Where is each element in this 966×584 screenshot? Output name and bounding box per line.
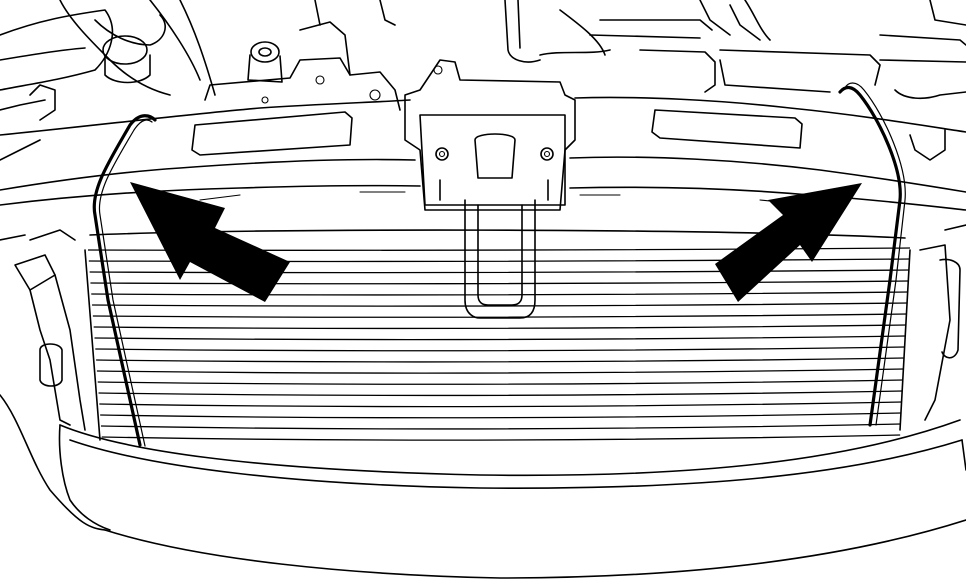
radiator-fin-line xyxy=(92,302,908,307)
arrow-right xyxy=(715,183,862,302)
left-side-parts xyxy=(0,229,86,431)
arrows xyxy=(130,182,862,302)
radiator-fin-line xyxy=(94,335,906,341)
radiator-fin-line xyxy=(99,401,902,408)
arrow-left xyxy=(130,182,290,302)
hood-lock-bracket xyxy=(404,59,576,319)
radiator-fin-line xyxy=(101,434,901,441)
right-side-parts xyxy=(919,224,966,421)
radiator-fins xyxy=(87,247,911,441)
radiator-fin-line xyxy=(98,390,903,397)
radiator-fin-line xyxy=(100,412,902,419)
front-bumper xyxy=(0,394,966,579)
radiator-fin-line xyxy=(96,368,904,374)
radiator-fin-line xyxy=(100,423,901,430)
radiator-fin-line xyxy=(96,357,905,363)
radiator-fin-line xyxy=(90,280,909,285)
radiator-support-rod-left xyxy=(92,114,157,447)
support-rods xyxy=(92,82,906,447)
radiator-fin-line xyxy=(92,313,907,318)
radiator-fin-line xyxy=(89,269,909,274)
radiator-fin-line xyxy=(93,324,906,330)
radiator-upper-support xyxy=(0,96,966,211)
radiator-fin-line xyxy=(97,379,904,385)
radiator-fin-line xyxy=(91,291,908,296)
radiator-fin-line xyxy=(95,346,905,352)
radiator-support-rod-right xyxy=(838,85,902,427)
engine-compartment xyxy=(0,0,966,161)
